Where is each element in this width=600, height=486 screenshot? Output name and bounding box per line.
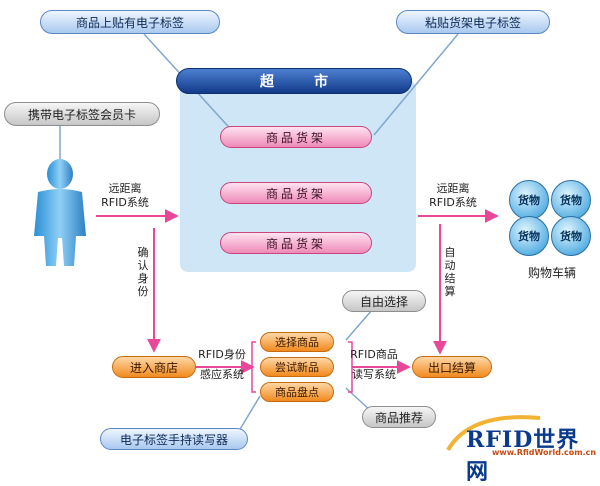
node-choose-goods: 选择商品 [260, 332, 334, 352]
goods-4: 货物 [551, 216, 591, 256]
label-left-rfid: 远距离 RFID系统 [92, 182, 158, 210]
label-handheld-reader: 电子标签手持读写器 [100, 428, 248, 450]
label-cart: 购物车辆 [527, 266, 576, 280]
shelf-2: 商品货架 [220, 182, 372, 204]
right-rfid-line2: RFID系统 [429, 196, 477, 209]
label-auto-checkout: 自动结算 [444, 246, 456, 298]
person-icon [34, 159, 86, 266]
connector-top-right [373, 33, 459, 136]
node-exit-checkout: 出口结算 [412, 356, 492, 378]
connector-free-choice [345, 309, 373, 341]
rfid-identity-line2: 感应系统 [200, 368, 244, 381]
label-shelf-tagged: 粘贴货架电子标签 [396, 10, 550, 34]
left-rfid-line2: RFID系统 [101, 196, 149, 209]
label-member-card: 携带电子标签会员卡 [4, 102, 160, 126]
rfid-supermarket-diagram: 商品上贴有电子标签 粘贴货架电子标签 超市 携带电子标签会员卡 商品货架 商品货… [4, 10, 597, 485]
rfid-identity-line1: RFID身份 [198, 348, 246, 361]
right-rfid-line1: 远距离 [436, 182, 470, 195]
label-goods-tagged: 商品上贴有电子标签 [40, 10, 220, 34]
supermarket-title: 超市 [176, 68, 412, 94]
shelf-1: 商品货架 [220, 126, 372, 148]
logo-sub-text: www.RfidWorld.com.cn [492, 448, 597, 457]
left-rfid-line1: 远距离 [108, 182, 142, 195]
goods-2: 货物 [551, 180, 591, 220]
label-recommend: 商品推荐 [362, 406, 436, 428]
label-rfid-goods: RFID商品 读写系统 [342, 348, 406, 382]
rfidworld-logo: RFID世界网 www.RfidWorld.com.cn [452, 420, 597, 485]
logo-swoosh [446, 415, 541, 452]
shelf-3: 商品货架 [220, 232, 372, 254]
label-rfid-identity: RFID身份 感应系统 [190, 348, 254, 382]
goods-3: 货物 [509, 216, 549, 256]
goods-1: 货物 [509, 180, 549, 220]
label-confirm-identity: 确认身份 [137, 246, 149, 298]
node-inventory: 商品盘点 [260, 382, 334, 402]
node-enter-store: 进入商店 [112, 356, 196, 378]
node-try-new: 尝试新品 [260, 357, 334, 377]
rfid-goods-line2: 读写系统 [352, 368, 396, 381]
rfid-goods-line1: RFID商品 [350, 348, 398, 361]
label-free-choice: 自由选择 [342, 290, 426, 312]
label-right-rfid: 远距离 RFID系统 [420, 182, 486, 210]
